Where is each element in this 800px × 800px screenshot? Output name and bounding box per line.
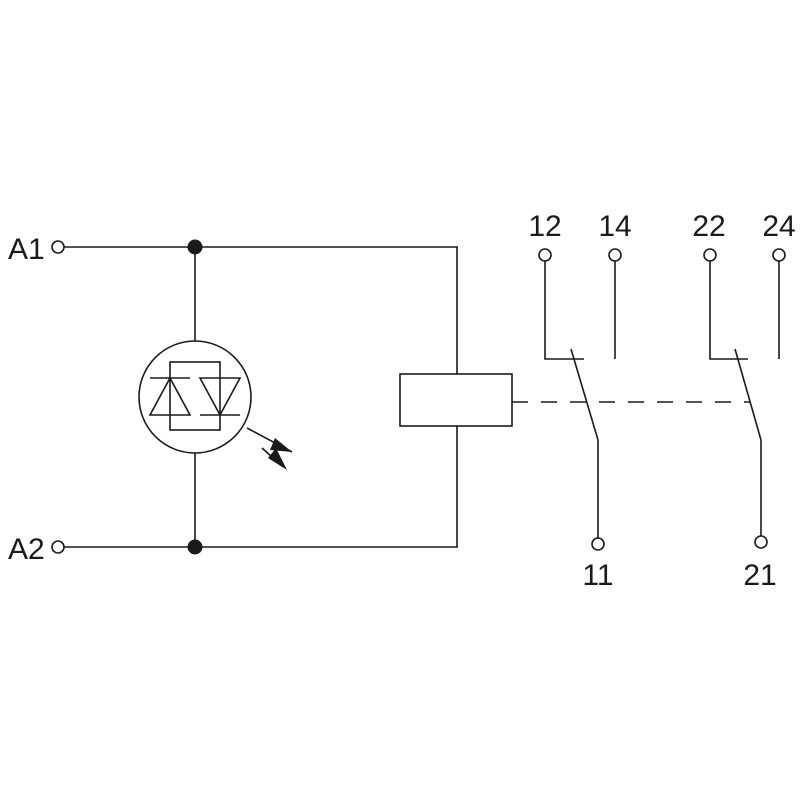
terminal-a1: [51, 240, 65, 254]
label-a2: A2: [8, 533, 45, 566]
label-11: 11: [582, 559, 613, 592]
label-24: 24: [762, 210, 795, 243]
terminal-12: [538, 248, 552, 262]
junction-dot-top: [187, 239, 203, 255]
nc-contact-wire: [709, 261, 748, 360]
terminal-a2: [51, 540, 65, 554]
switch-blade: [570, 348, 599, 441]
label-21: 21: [743, 559, 776, 592]
changeover-contact-2: 22 24 21: [692, 210, 795, 592]
terminal-11: [591, 537, 605, 551]
terminal-22: [703, 248, 717, 262]
terminal-21: [754, 535, 768, 549]
label-22: 22: [692, 210, 725, 243]
label-14: 14: [598, 210, 631, 243]
junction-dot-bottom: [187, 539, 203, 555]
switch-blade: [734, 348, 762, 441]
label-12: 12: [528, 210, 561, 243]
label-a1: A1: [8, 233, 45, 266]
nc-contact-wire: [544, 261, 584, 360]
changeover-contact-1: 12 14 11: [528, 210, 631, 592]
terminal-24: [772, 248, 786, 262]
led-indicator-icon: [138, 340, 293, 470]
terminal-14: [608, 248, 622, 262]
relay-coil: [399, 373, 513, 427]
